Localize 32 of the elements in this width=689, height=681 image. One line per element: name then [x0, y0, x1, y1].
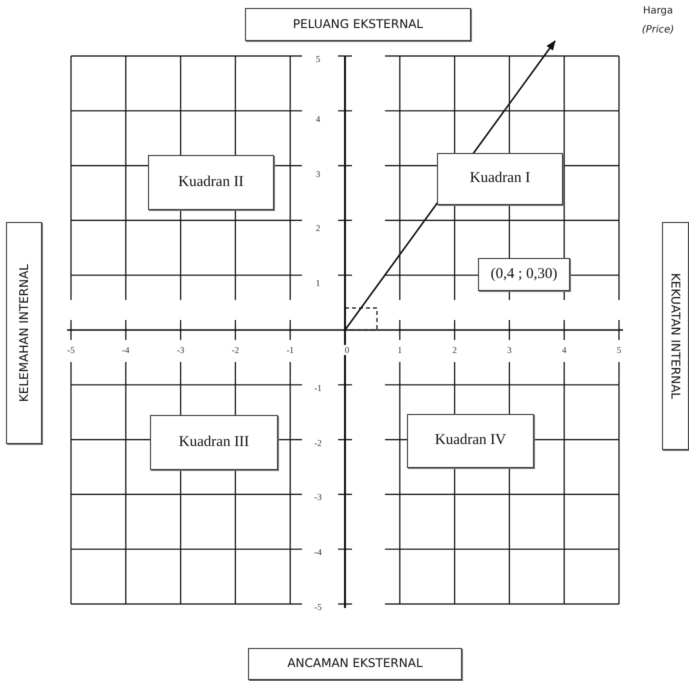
label-box: PELUANG EKSTERNAL — [245, 8, 471, 41]
axis-tick-label: 2 — [314, 223, 322, 234]
label-box: ANCAMAN EKSTERNAL — [248, 648, 462, 680]
label-box: KELEMAHAN INTERNAL — [6, 222, 42, 444]
quadrant-label-box: Kuadran II — [148, 155, 274, 210]
axis-tick-label: -1 — [285, 345, 295, 355]
axis-tick-label: 5 — [616, 345, 622, 355]
axis-tick-label: 0 — [344, 345, 350, 355]
axis-tick-label: -3 — [176, 345, 186, 355]
axis-tick-label: 2 — [451, 345, 458, 355]
axis-label: (Price) — [642, 24, 674, 36]
axis-tick-label: 4 — [314, 114, 322, 124]
axis-tick-label: -3 — [313, 492, 323, 502]
axis-tick-label: 4 — [560, 345, 568, 355]
axis-tick-label: -5 — [313, 602, 323, 612]
axis-tick-label: -4 — [121, 345, 131, 355]
axis-tick-label: 1 — [396, 345, 404, 355]
axis-tick-label: -1 — [313, 382, 323, 393]
quadrant-label-box: Kuadran III — [150, 415, 278, 470]
axis-tick-label: 3 — [314, 168, 322, 179]
axis-tick-label: -2 — [230, 345, 240, 355]
quadrant-label-box: Kuadran IV — [407, 414, 534, 468]
label-box: KEKUATAN INTERNAL — [662, 222, 689, 450]
axis-tick-label: 5 — [314, 54, 322, 64]
axis-label: Harga — [642, 6, 674, 16]
axis-tick-label: 3 — [506, 345, 513, 355]
quadrant-label-box: Kuadran I — [437, 153, 563, 205]
quadrant-label-box: (0,4 ; 0,30) — [478, 258, 570, 291]
axis-tick-label: -2 — [313, 438, 323, 448]
axis-tick-label: -4 — [313, 547, 323, 558]
axis-tick-label: 1 — [314, 278, 322, 288]
axis-tick-label: -5 — [66, 345, 76, 355]
